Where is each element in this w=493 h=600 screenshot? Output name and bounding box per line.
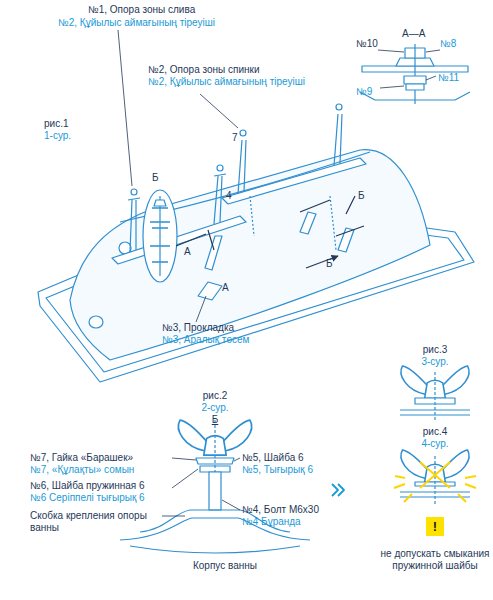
part-label: А	[184, 246, 191, 258]
part-label: №5, Тығырық 6	[242, 464, 313, 476]
part-label: №1, Опора зоны слива	[88, 4, 195, 16]
part-label: №2, Құйылыс аймағының тіреуіші	[148, 76, 305, 88]
part-label: Скобка крепления опоры ванны	[30, 510, 160, 534]
part-label: рис.2	[203, 390, 228, 402]
part-label: №7, Гайка «Барашек»	[30, 452, 133, 464]
part-label: №6, Шайба пружинная 6	[30, 480, 145, 492]
warning-box: !	[426, 517, 444, 536]
part-label: №10	[356, 38, 378, 50]
part-label: 3-сур.	[421, 356, 448, 368]
part-label: рис.3	[423, 344, 448, 356]
part-label: №7, «Құлақты» сомын	[30, 464, 134, 476]
part-label: 1-сур.	[44, 130, 71, 142]
part-label: №9	[356, 86, 372, 98]
part-label: №4 Бұранда	[242, 516, 301, 528]
part-label: №2, Опора зоны спинки	[148, 64, 260, 76]
part-label: рис.1	[44, 118, 69, 130]
part-label: не допускать смыкания пружинной шайбы	[380, 548, 490, 572]
part-label: №3, Аралық төсем	[162, 334, 249, 346]
part-label: №5, Шайба 6	[242, 452, 304, 464]
part-label: А	[222, 282, 229, 294]
warning-mark: !	[433, 519, 437, 534]
part-label: №8	[440, 38, 456, 50]
part-label: Б	[152, 172, 159, 184]
part-label: №3, Прокладка	[162, 322, 234, 334]
part-label: Б	[212, 414, 219, 426]
part-label: Б	[358, 190, 365, 202]
part-label: №11	[438, 72, 459, 84]
part-label: рис.4	[423, 426, 448, 438]
part-label: Б	[326, 258, 333, 270]
part-label: Корпус ванны	[193, 560, 257, 572]
part-label: 4	[226, 190, 232, 202]
part-label: 7	[232, 132, 238, 144]
part-label: №6 Серіппелі тығырық 6	[30, 492, 145, 504]
part-label: №2, Құйылыс аймағының тіреуіші	[58, 17, 215, 29]
part-label: 4-сур.	[421, 438, 448, 450]
part-label: №4, Болт М6х30	[242, 504, 319, 516]
part-label: 2-сур.	[201, 402, 228, 414]
part-label: А—А	[402, 28, 425, 40]
